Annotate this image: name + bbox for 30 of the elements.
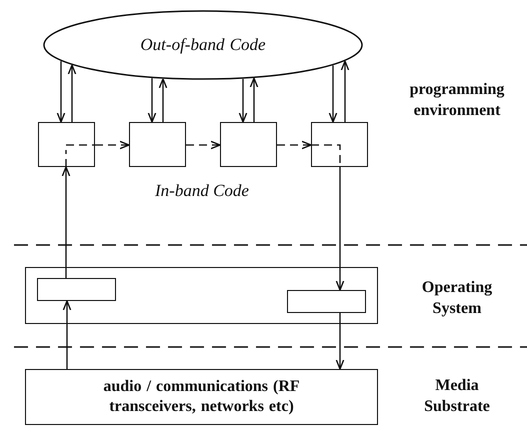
arrow xyxy=(186,140,221,150)
layer-label: programming environment xyxy=(408,80,506,121)
node-text: audio / communications (RF transceivers, networks etc) xyxy=(102,377,301,417)
empty-box xyxy=(25,267,378,324)
region-label: In-band Code xyxy=(154,180,250,202)
arrow xyxy=(158,78,168,122)
empty-box xyxy=(129,122,186,167)
arrow xyxy=(340,60,350,122)
empty-box xyxy=(38,122,95,167)
arrow xyxy=(56,61,66,123)
layer-label: Media Substrate xyxy=(423,376,491,417)
arrow xyxy=(68,64,76,122)
node-text: Out-of-band Code xyxy=(139,34,267,56)
arrow xyxy=(250,78,258,122)
arrow xyxy=(336,313,344,370)
ellipse-node xyxy=(43,10,363,80)
arrow xyxy=(62,300,72,369)
arrow xyxy=(328,65,338,123)
empty-box xyxy=(311,122,368,167)
empty-box xyxy=(286,290,366,312)
empty-box xyxy=(36,278,116,300)
arrow xyxy=(62,166,70,278)
layer-label: Operating System xyxy=(420,278,494,319)
arrow xyxy=(238,78,248,123)
process-box xyxy=(25,369,378,425)
arrow xyxy=(336,167,344,291)
arrow xyxy=(277,140,312,150)
arrow xyxy=(95,140,130,150)
empty-box xyxy=(220,122,277,167)
arrow xyxy=(148,78,156,123)
